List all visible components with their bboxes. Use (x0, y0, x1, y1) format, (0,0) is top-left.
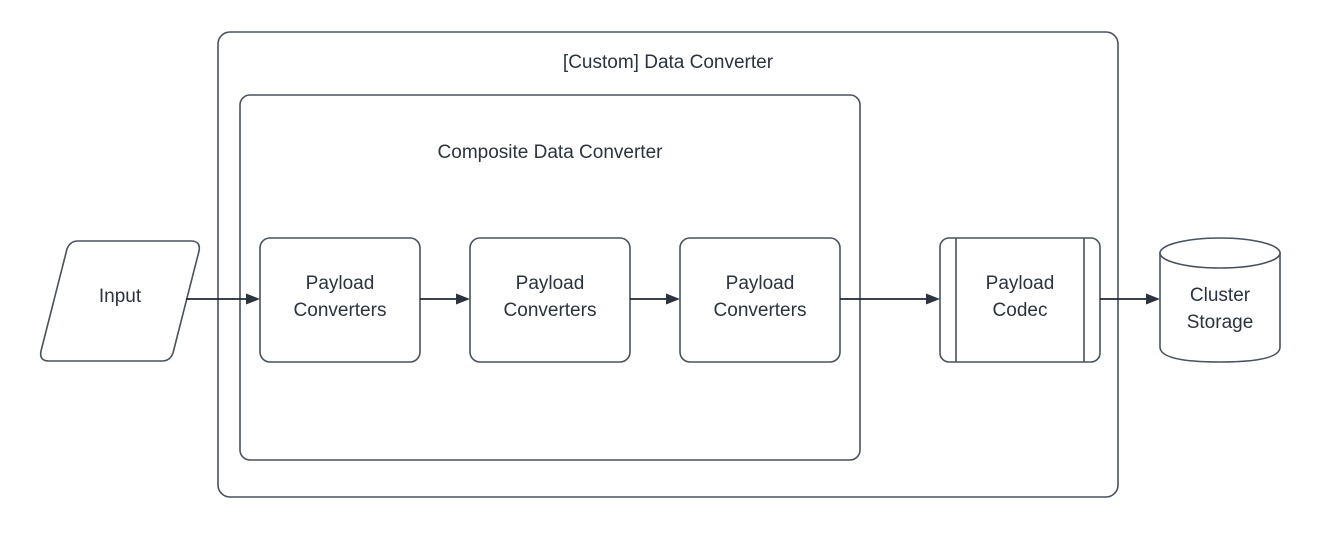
edge-payload-converters-3-to-payload-codec[interactable] (840, 293, 940, 305)
payload-codec-label-line1: Payload (986, 273, 1055, 294)
cluster-storage-top-ellipse (1159, 237, 1281, 269)
payload-converters-1-label-line2: Converters (294, 300, 387, 321)
edge-payload-codec-to-cluster-storage[interactable] (1100, 293, 1160, 305)
custom-data-converter-label: [Custom] Data Converter (563, 52, 774, 73)
cluster-storage-label-line2: Storage (1187, 312, 1254, 333)
payload-converters-3-label-line1: Payload (726, 273, 795, 294)
input-label: Input (99, 286, 142, 307)
payload-converters-3-box[interactable] (679, 237, 841, 363)
edge-payload-converters-1-to-2[interactable] (420, 293, 470, 305)
payload-converters-1-box[interactable] (259, 237, 421, 363)
payload-converters-2-label-line2: Converters (504, 300, 597, 321)
edge-codec-to-storage-arrowhead (1146, 293, 1160, 305)
payload-converters-2-box[interactable] (469, 237, 631, 363)
edge-payload-converters-2-to-3[interactable] (630, 293, 680, 305)
edge-pc1-to-pc2-arrowhead (456, 293, 470, 305)
node-payload-converters-1[interactable]: Payload Converters (259, 237, 421, 363)
payload-codec-box[interactable] (939, 237, 1101, 363)
payload-converters-2-label-line1: Payload (516, 273, 585, 294)
input-shape[interactable] (39, 240, 201, 362)
node-payload-converters-3[interactable]: Payload Converters (679, 237, 841, 363)
edge-input-to-pc1-arrowhead (246, 293, 260, 305)
cluster-storage-body[interactable] (1159, 252, 1281, 363)
edge-pc3-to-codec-arrowhead (926, 293, 940, 305)
node-payload-codec[interactable]: Payload Codec (939, 237, 1101, 363)
edge-pc2-to-pc3-arrowhead (666, 293, 680, 305)
edge-input-to-payload-converters-1[interactable] (186, 293, 260, 305)
payload-converters-3-label-line2: Converters (714, 300, 807, 321)
payload-converters-1-label-line1: Payload (306, 273, 375, 294)
composite-data-converter-label: Composite Data Converter (438, 142, 664, 163)
node-cluster-storage[interactable]: Cluster Storage (1159, 237, 1281, 363)
cluster-storage-label-line1: Cluster (1190, 285, 1251, 306)
node-input[interactable]: Input (39, 240, 201, 362)
node-payload-converters-2[interactable]: Payload Converters (469, 237, 631, 363)
payload-codec-label-line2: Codec (993, 300, 1048, 321)
